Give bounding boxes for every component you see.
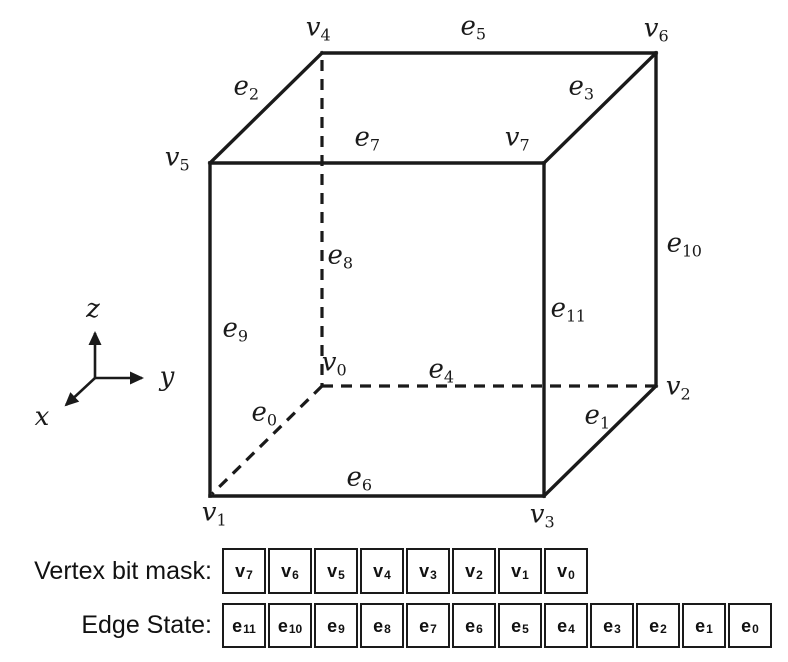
- vertex-label-v0: v0: [321, 347, 347, 380]
- edge-label-e10: e10: [666, 228, 702, 261]
- vertex-label-v6: v6: [643, 13, 669, 46]
- y-axis-label: y: [159, 362, 175, 392]
- edge-label-e1: e1: [584, 400, 610, 433]
- edge-label-e11: e11: [550, 293, 586, 326]
- edge-label-e4: e4: [428, 354, 454, 387]
- edge-e0-line: [210, 384, 324, 496]
- edge-label-e2: e2: [233, 71, 259, 104]
- edge-label-e8: e8: [327, 240, 353, 273]
- edge-e2-line: [207, 50, 325, 166]
- x-axis-label: x: [34, 402, 50, 432]
- vertex-label-v2: v2: [665, 371, 691, 404]
- vertex-label-v3: v3: [529, 499, 555, 532]
- vertex-label-v4: v4: [305, 12, 331, 45]
- x-axis-arrow: [64, 377, 96, 407]
- edge-label-e0: e0: [251, 397, 277, 430]
- vertex-label-v5: v5: [164, 142, 190, 175]
- vertex-bitmask-label: Vertex bit mask:: [34, 557, 212, 585]
- edge-state-label: Edge State:: [81, 611, 212, 639]
- edge-label-e9: e9: [222, 313, 248, 346]
- edge-label-e6: e6: [346, 462, 372, 495]
- z-axis-label: z: [86, 294, 100, 324]
- edge-label-e5: e5: [460, 11, 486, 44]
- vertex-label-v1: v1: [201, 497, 227, 530]
- edge-label-e3: e3: [568, 71, 594, 104]
- edge-e1-line: [541, 383, 659, 499]
- vertex-label-v7: v7: [504, 122, 530, 155]
- edge-label-e7: e7: [354, 122, 380, 155]
- edge-e3-line: [541, 50, 659, 166]
